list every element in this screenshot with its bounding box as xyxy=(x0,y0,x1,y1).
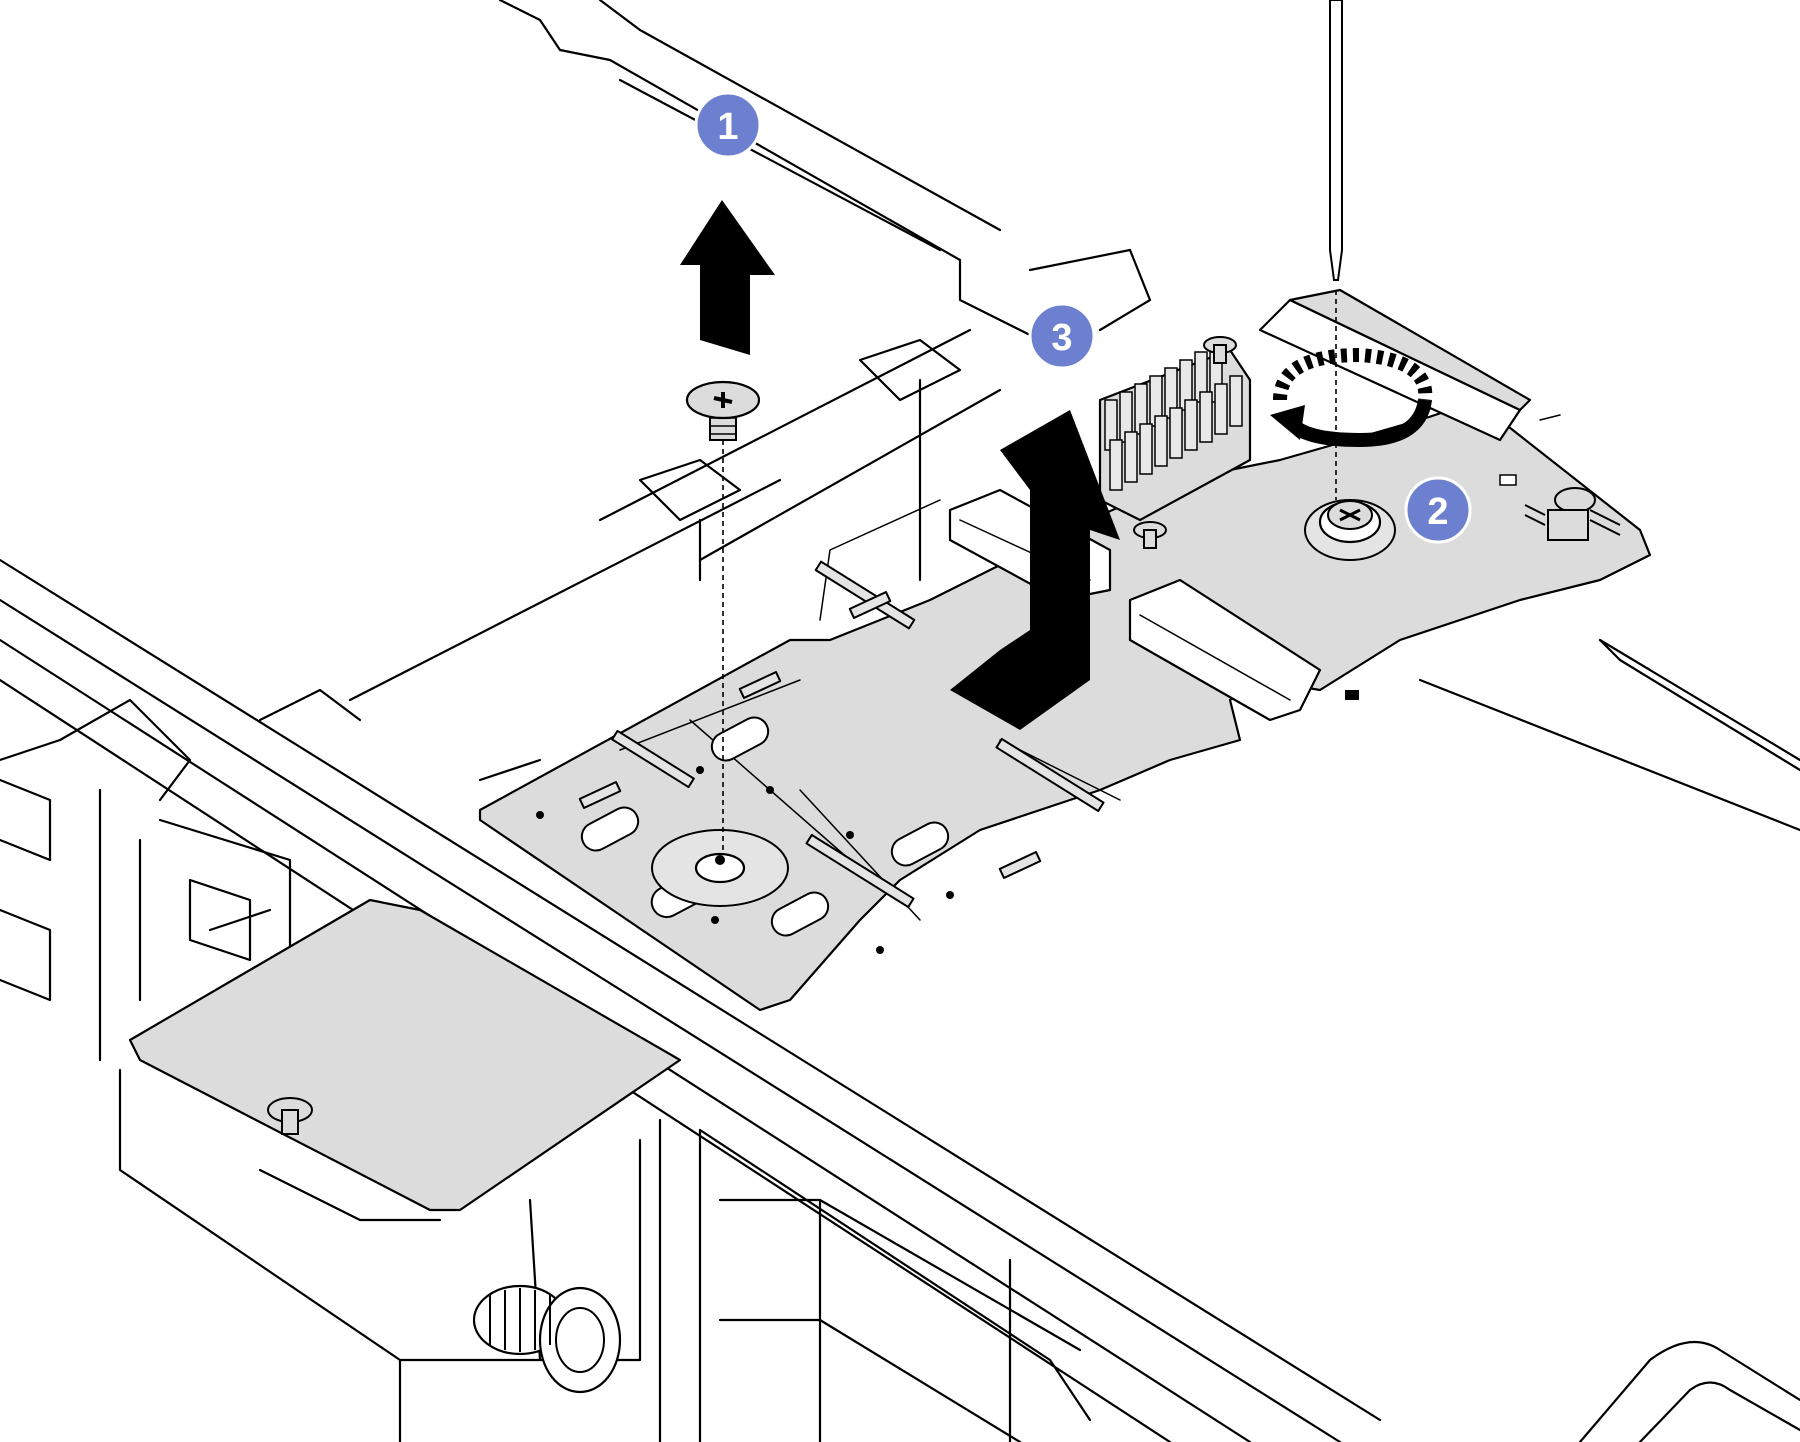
callout-3-label: 3 xyxy=(1051,317,1072,359)
callout-2-label: 2 xyxy=(1427,491,1448,533)
rear-cage-outline xyxy=(258,0,1152,782)
callout-2: 2 xyxy=(1404,476,1472,544)
phillips-screw-icon xyxy=(685,380,761,850)
heatsink xyxy=(1098,336,1252,549)
callout-1-label: 1 xyxy=(717,106,738,148)
right-cage-outline xyxy=(1418,638,1800,1442)
arrow-up-bent-icon xyxy=(950,410,1120,730)
callout-3: 3 xyxy=(1028,302,1096,370)
callout-2-circle xyxy=(1404,476,1472,544)
screwdriver-icon xyxy=(1329,0,1343,500)
callout-1: 1 xyxy=(694,91,762,159)
board-components xyxy=(1258,288,1621,700)
board-retaining-screw xyxy=(1304,499,1396,561)
arrow-up-icon xyxy=(680,200,775,355)
rotate-counterclockwise-icon xyxy=(1270,347,1433,448)
front-m2-board xyxy=(128,898,682,1394)
callout-3-circle xyxy=(1028,302,1096,370)
callout-1-circle xyxy=(694,91,762,159)
